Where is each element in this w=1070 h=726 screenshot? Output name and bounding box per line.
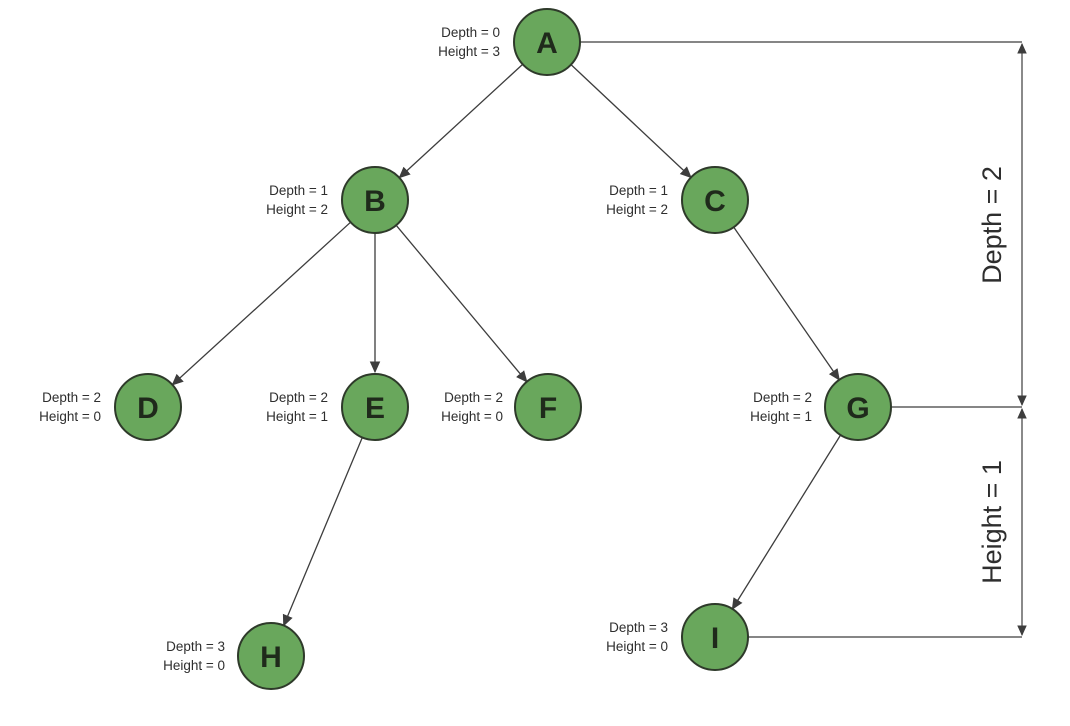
- edge-G-I: [731, 434, 842, 610]
- node-H-annotation-line2: Height = 0: [163, 658, 225, 673]
- node-G: G: [824, 373, 892, 441]
- node-D-annotation-line2: Height = 0: [39, 409, 101, 424]
- node-I: I: [681, 603, 749, 671]
- node-E-letter: E: [365, 392, 385, 425]
- node-A-circle: [513, 8, 581, 76]
- node-D-letter: D: [137, 392, 159, 425]
- node-F-annotation-line1: Depth = 2: [444, 390, 503, 405]
- node-B-letter: B: [364, 185, 386, 218]
- node-E: E: [341, 373, 409, 441]
- dim-height-label: Height = 1: [977, 460, 1007, 584]
- edge-B-D: [171, 221, 352, 386]
- node-G-annotation-line1: Depth = 2: [753, 390, 812, 405]
- node-F-letter: F: [539, 392, 557, 425]
- node-A-letter: A: [536, 27, 558, 60]
- node-B-circle: [341, 166, 409, 234]
- node-G-annotation-line2: Height = 1: [750, 409, 812, 424]
- node-C: C: [681, 166, 749, 234]
- node-B: B: [341, 166, 409, 234]
- node-I-circle: [681, 603, 749, 671]
- node-I-letter: I: [711, 622, 719, 655]
- node-C-letter: C: [704, 185, 726, 218]
- node-I-annotation-line2: Height = 0: [606, 639, 668, 654]
- node-D-annotation-line1: Depth = 2: [42, 390, 101, 405]
- node-F: F: [514, 373, 582, 441]
- edge-E-H: [282, 437, 363, 627]
- node-B-annotation-line1: Depth = 1: [269, 183, 328, 198]
- node-H-annotation-line1: Depth = 3: [166, 639, 225, 654]
- edge-A-B: [398, 63, 524, 179]
- node-H-letter: H: [260, 641, 282, 674]
- node-F-annotation-line2: Height = 0: [441, 409, 503, 424]
- node-H-circle: [237, 622, 305, 690]
- node-A: A: [513, 8, 581, 76]
- node-D: D: [114, 373, 182, 441]
- node-A-annotation-line2: Height = 3: [438, 44, 500, 59]
- edge-C-G: [733, 226, 840, 381]
- node-C-annotation-line1: Depth = 1: [609, 183, 668, 198]
- node-A-annotation-line1: Depth = 0: [441, 25, 500, 40]
- node-F-circle: [514, 373, 582, 441]
- node-I-annotation-line1: Depth = 3: [609, 620, 668, 635]
- edge-A-C: [570, 64, 692, 179]
- node-C-circle: [681, 166, 749, 234]
- node-E-annotation-line1: Depth = 2: [269, 390, 328, 405]
- node-G-circle: [824, 373, 892, 441]
- node-B-annotation-line2: Height = 2: [266, 202, 328, 217]
- node-D-circle: [114, 373, 182, 441]
- node-C-annotation-line2: Height = 2: [606, 202, 668, 217]
- node-G-letter: G: [846, 392, 869, 425]
- dim-depth-label: Depth = 2: [977, 166, 1007, 284]
- node-E-annotation-line2: Height = 1: [266, 409, 328, 424]
- node-H: H: [237, 622, 305, 690]
- edge-B-F: [395, 224, 528, 383]
- node-E-circle: [341, 373, 409, 441]
